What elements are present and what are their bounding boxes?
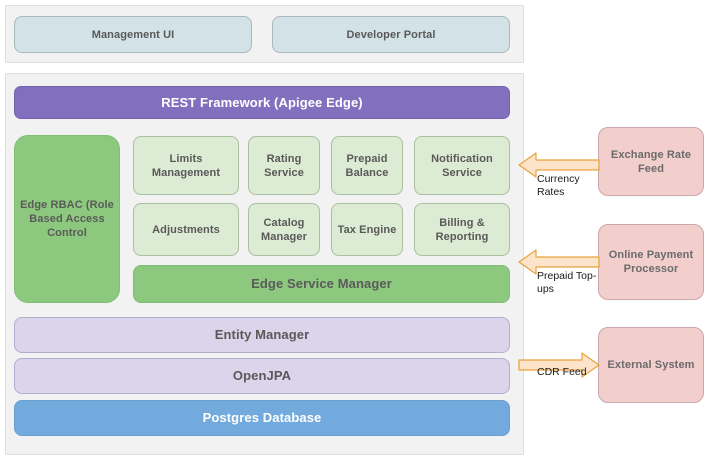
node-limits-management[interactable]: Limits Management [133, 136, 239, 195]
node-rating-service[interactable]: Rating Service [248, 136, 320, 195]
node-management-ui-label: Management UI [91, 28, 175, 41]
node-developer-portal[interactable]: Developer Portal [272, 16, 510, 53]
node-adjustments-label: Adjustments [152, 223, 220, 236]
arrow-left-prepaid-topups-icon [518, 249, 600, 275]
node-edge-rbac[interactable]: Edge RBAC (Role Based Access Control [14, 135, 120, 303]
node-external-system-label: External System [607, 359, 695, 371]
node-exchange-rate-feed[interactable]: Exchange Rate Feed [598, 127, 704, 196]
node-rest-framework[interactable]: REST Framework (Apigee Edge) [14, 86, 510, 119]
node-online-payment-processor[interactable]: Online Payment Processor [598, 224, 704, 300]
node-edge-rbac-label: Edge RBAC (Role Based Access Control [20, 199, 114, 239]
node-tax-engine-label: Tax Engine [337, 223, 397, 236]
node-catalog-manager[interactable]: Catalog Manager [248, 203, 320, 256]
node-edge-service-manager[interactable]: Edge Service Manager [133, 265, 510, 303]
node-rest-framework-label: REST Framework (Apigee Edge) [161, 94, 363, 110]
node-exchange-rate-feed-label: Exchange Rate Feed [610, 148, 692, 175]
arrow-label-cdr-feed-text: CDR Feed [537, 366, 587, 378]
node-management-ui[interactable]: Management UI [14, 16, 252, 53]
arrow-label-currency-rates: Currency Rates [537, 173, 599, 199]
node-openjpa-label: OpenJPA [232, 368, 292, 383]
node-openjpa[interactable]: OpenJPA [14, 358, 510, 394]
arrow-label-currency-rates-text: Currency Rates [537, 173, 580, 198]
arrow-left-currency-rates-icon [518, 152, 600, 178]
node-limits-management-label: Limits Management [151, 152, 221, 179]
node-entity-manager-label: Entity Manager [214, 327, 310, 342]
node-notification-service-label: Notification Service [431, 152, 493, 179]
node-postgres-database[interactable]: Postgres Database [14, 400, 510, 436]
node-notification-service[interactable]: Notification Service [414, 136, 510, 195]
arrow-label-cdr-feed: CDR Feed [537, 366, 599, 379]
node-entity-manager[interactable]: Entity Manager [14, 317, 510, 353]
node-prepaid-balance[interactable]: Prepaid Balance [331, 136, 403, 195]
node-postgres-database-label: Postgres Database [202, 410, 322, 425]
node-developer-portal-label: Developer Portal [346, 28, 436, 41]
arrow-label-prepaid-topups: Prepaid Top-ups [537, 270, 599, 296]
arrow-label-prepaid-topups-text: Prepaid Top-ups [537, 270, 597, 295]
node-external-system[interactable]: External System [598, 327, 704, 403]
node-billing-reporting-label: Billing & Reporting [435, 216, 489, 243]
node-online-payment-processor-label: Online Payment Processor [608, 249, 694, 275]
node-edge-service-manager-label: Edge Service Manager [251, 276, 392, 291]
node-billing-reporting[interactable]: Billing & Reporting [414, 203, 510, 256]
node-prepaid-balance-label: Prepaid Balance [345, 152, 389, 179]
node-catalog-manager-label: Catalog Manager [261, 216, 307, 243]
arrow-right-cdr-feed-icon [518, 352, 600, 378]
node-tax-engine[interactable]: Tax Engine [331, 203, 403, 256]
node-rating-service-label: Rating Service [264, 152, 304, 179]
node-adjustments[interactable]: Adjustments [133, 203, 239, 256]
